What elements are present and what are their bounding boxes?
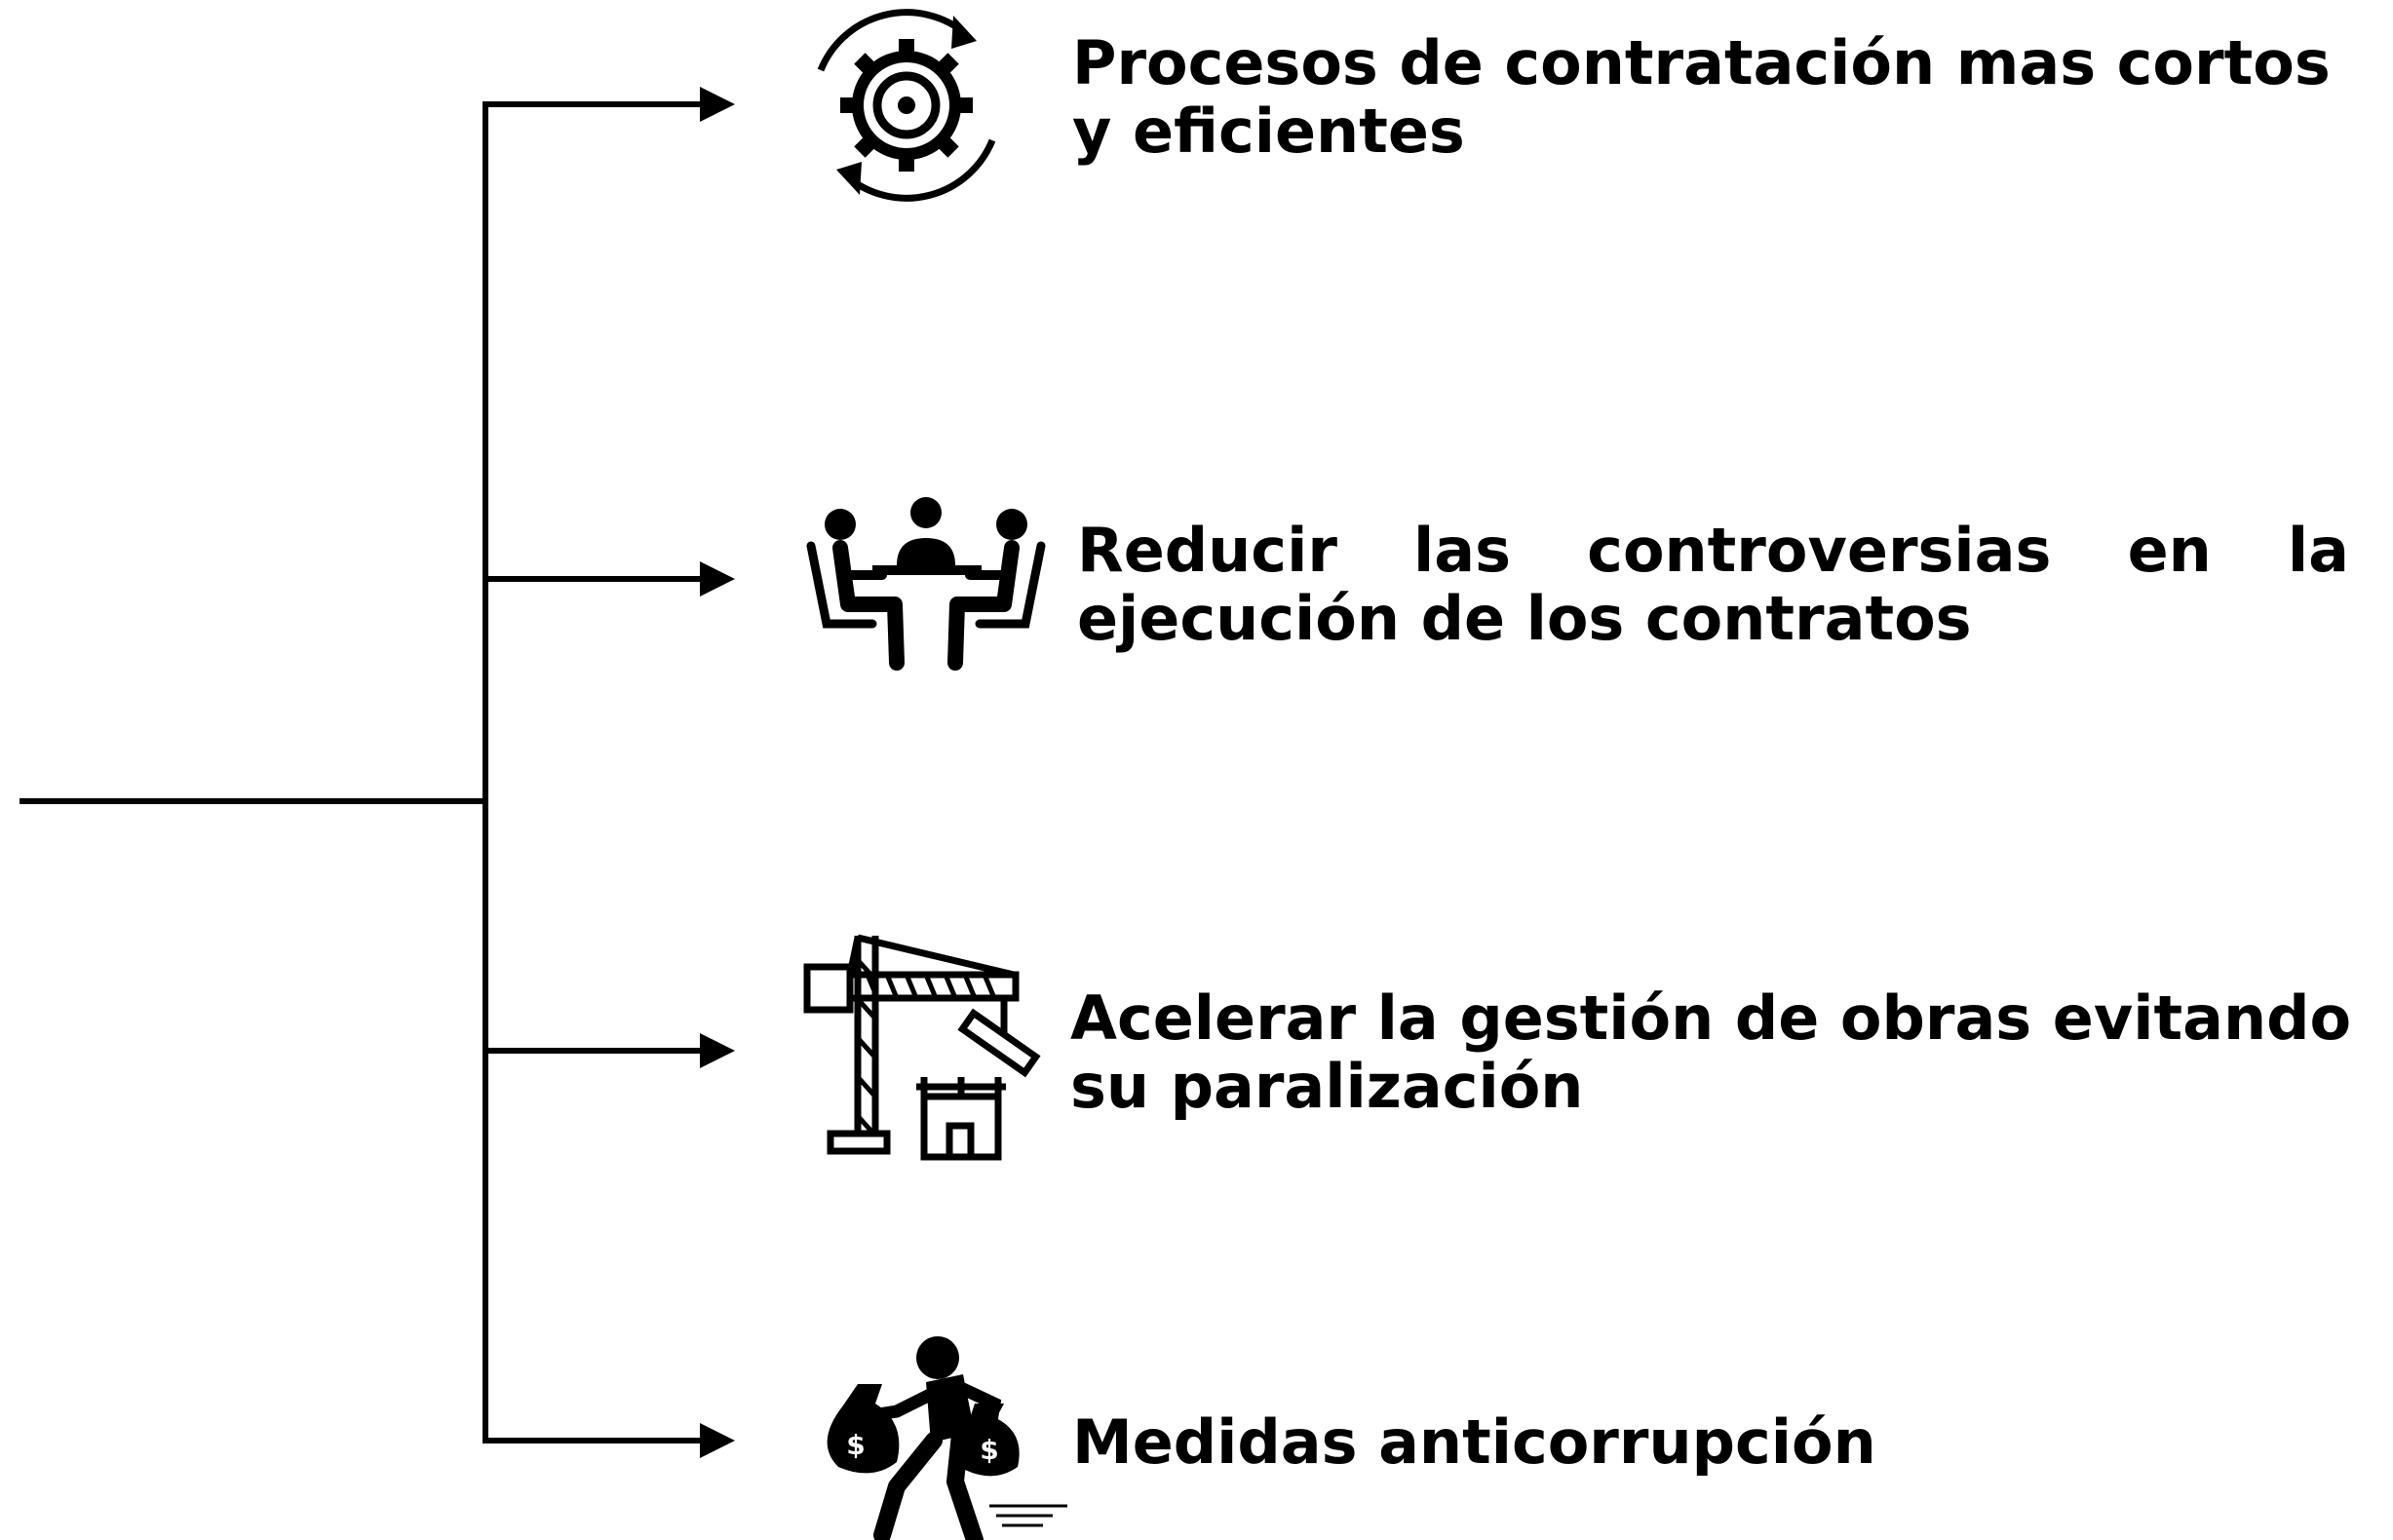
item-label-4: Medidas anticorrupción <box>1072 1408 2047 1477</box>
meeting-table-icon <box>806 497 1046 671</box>
item-label-3-line-2: su paralización <box>1070 1051 1584 1122</box>
corruption-thief-icon: $ $ <box>827 1336 1067 1540</box>
connectors <box>19 87 735 1458</box>
item-label-1-line-2: y eficientes <box>1072 96 1465 167</box>
item-label-2-line-1: Reducir las controversias en la <box>1077 515 2349 586</box>
item-label-3-line-1: Acelerar la gestión de obras evitando <box>1070 982 2352 1054</box>
item-label-1: Procesos de contratación mas cortos y ef… <box>1072 29 2369 166</box>
construction-crane-icon <box>803 934 1041 1161</box>
item-label-3: Acelerar la gestión de obras evitando su… <box>1070 984 2376 1121</box>
item-label-1-line-1: Procesos de contratación mas cortos <box>1072 27 2331 98</box>
gear-cycle-icon <box>817 9 996 202</box>
item-label-2-line-2: ejecución de los contratos <box>1077 583 1972 654</box>
svg-text:$: $ <box>846 1429 865 1461</box>
item-label-4-line-1: Medidas anticorrupción <box>1072 1406 1876 1478</box>
item-label-2: Reducir las controversias en la ejecució… <box>1077 517 2349 653</box>
svg-text:$: $ <box>980 1434 998 1466</box>
